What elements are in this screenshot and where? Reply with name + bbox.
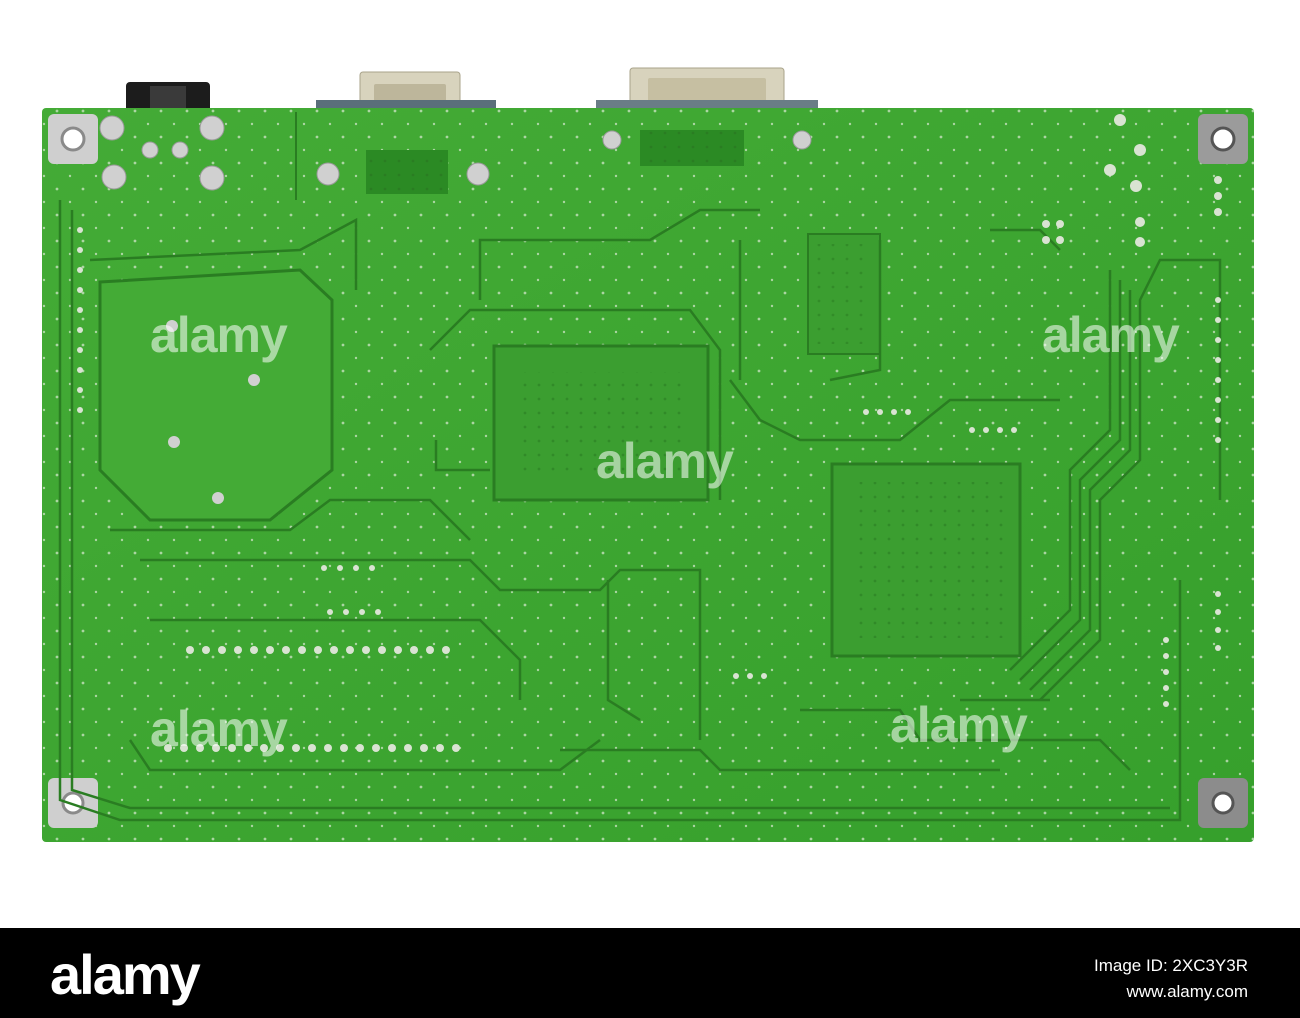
chip-footprint-center (492, 344, 710, 502)
copper-traces (58, 200, 1222, 822)
via-rows (77, 114, 1222, 752)
mounting-hole (1198, 778, 1248, 828)
mounting-hole (1198, 114, 1248, 164)
circuit-board-photo (42, 67, 1254, 842)
jack-solder-pads (99, 115, 225, 191)
chip-footprint-top-right (807, 233, 881, 355)
footer-bar: alamy Image ID: 2XC3Y3R www.alamy.com (0, 928, 1300, 1018)
mounting-hole (48, 114, 98, 164)
watermark: alamy (1042, 307, 1180, 363)
image-id-label: Image ID: 2XC3Y3R (1093, 956, 1248, 975)
audio-jack-connector (126, 82, 210, 112)
dsub-connector-small (316, 71, 496, 115)
watermark: alamy (150, 701, 288, 757)
footer-logo: alamy (50, 943, 201, 1006)
watermark: alamy (150, 307, 288, 363)
dsub-connector-large (596, 67, 818, 113)
site-url-label: www.alamy.com (1126, 982, 1248, 1001)
pin-header-top-center (640, 130, 744, 166)
pin-header-top-left (366, 150, 448, 194)
watermark: alamy (890, 697, 1028, 753)
ground-plane-left (98, 268, 334, 522)
watermark: alamy (596, 433, 734, 489)
header-solder-points (316, 130, 812, 186)
chip-footprint-large (830, 462, 1022, 658)
